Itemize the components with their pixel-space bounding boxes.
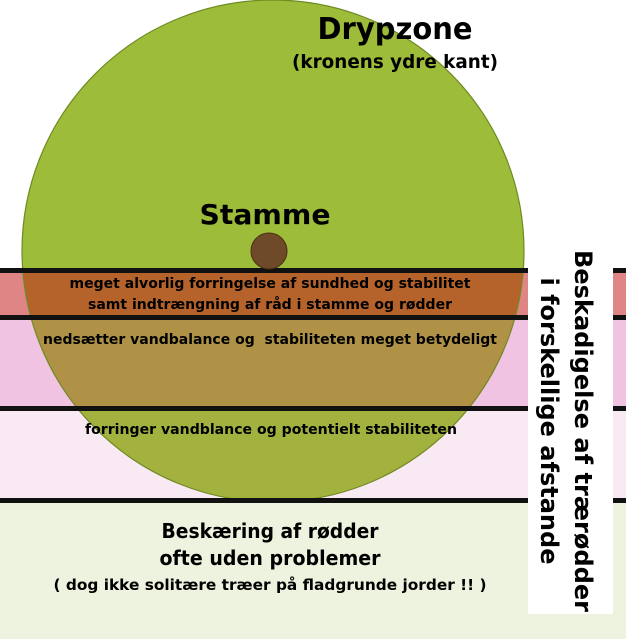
zone-severe-text-line-1: meget alvorlig forringelse af sundhed og… bbox=[70, 276, 471, 292]
divider-line bbox=[0, 315, 626, 320]
trunk-circle bbox=[250, 232, 288, 270]
side-label-line-1: Beskadigelse af trærødder bbox=[569, 250, 597, 612]
zone-moderate-text: forringer vandblance og potentielt stabi… bbox=[85, 422, 457, 438]
drip-zone-title: Drypzone bbox=[318, 12, 473, 47]
zone-safe-text-line-3: ( dog ikke solitære træer på fladgrunde … bbox=[54, 576, 487, 594]
drip-zone-subtitle: (kronens ydre kant) bbox=[292, 51, 498, 73]
divider-line bbox=[0, 498, 626, 503]
zone-safe-band bbox=[0, 502, 626, 639]
side-label-box bbox=[528, 246, 613, 614]
zone-severe-overlap bbox=[22, 270, 524, 317]
zone-severe-text-line-2: samt indtrængning af råd i stamme og rød… bbox=[88, 296, 452, 313]
zone-significant-overlap bbox=[22, 317, 524, 408]
side-label-line-2: i forskellige afstande bbox=[535, 278, 563, 565]
zone-safe-text-line-2: ofte uden problemer bbox=[160, 546, 381, 570]
divider-line bbox=[0, 268, 626, 273]
trunk-label: Stamme bbox=[200, 198, 331, 231]
divider-line bbox=[0, 406, 626, 411]
zone-significant-text: nedsætter vandbalance og stabiliteten me… bbox=[43, 332, 497, 348]
zone-safe-text-line-1: Beskæring af rødder bbox=[162, 519, 379, 543]
